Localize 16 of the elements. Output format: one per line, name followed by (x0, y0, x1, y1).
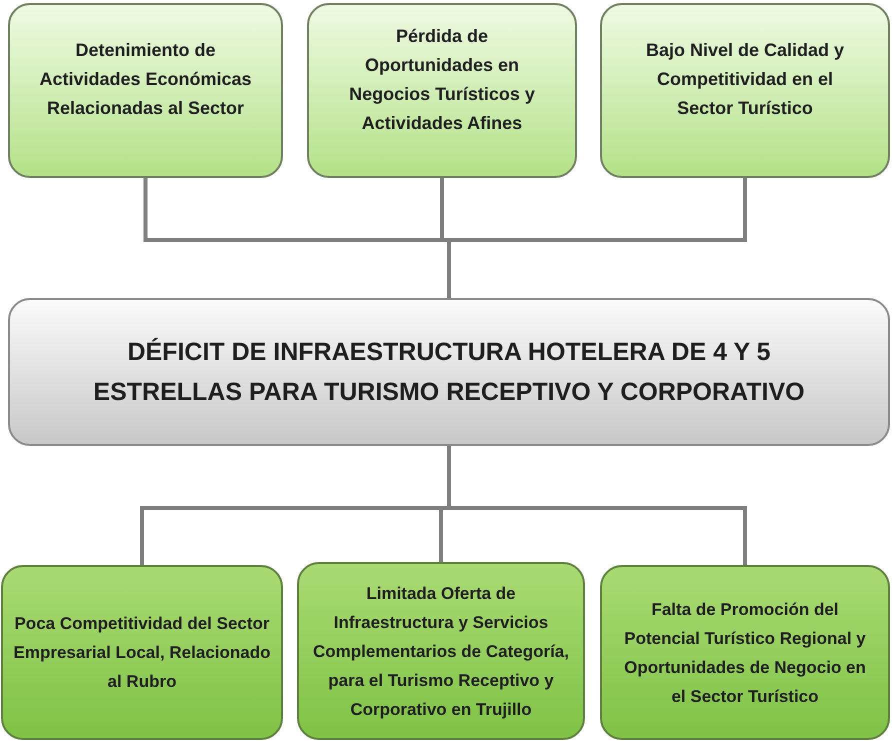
connector-line (447, 446, 747, 565)
connector-line (447, 178, 747, 298)
effect-box (307, 3, 577, 178)
box-text: DÉFICIT DE INFRAESTRUCTURA HOTELERA DE 4 Y 5 ESTRELLAS PARA TURISMO RECEPTIVO Y CORPORATIVO (92, 336, 806, 408)
problem-box (8, 298, 890, 446)
cause-box (1, 565, 283, 740)
box-text: Falta de Promoción del Potencial Turístico Regional y Oportunidades de Negocio en el Sector Turístico (623, 598, 867, 708)
effect-box (8, 3, 283, 178)
box-text: Limitada Oferta de Infraestructura y Servicios Complementarios de Categoría, para el Turismo Receptivo y Corporativo en Trujillo (312, 582, 570, 720)
box-text: Detenimiento de Actividades Económicas Relacionadas al Sector (38, 39, 253, 120)
cause-box (600, 565, 890, 740)
box-text: Bajo Nivel de Calidad y Competitividad en el Sector Turístico (644, 39, 846, 120)
box-text: Poca Competitividad del Sector Empresarial Local, Relacionado al Rubro (13, 613, 271, 693)
box-text: Pérdida de Oportunidades en Negocios Turísticos y Actividades Afines (348, 24, 536, 134)
cause-box (297, 562, 585, 740)
effect-box (600, 3, 890, 178)
